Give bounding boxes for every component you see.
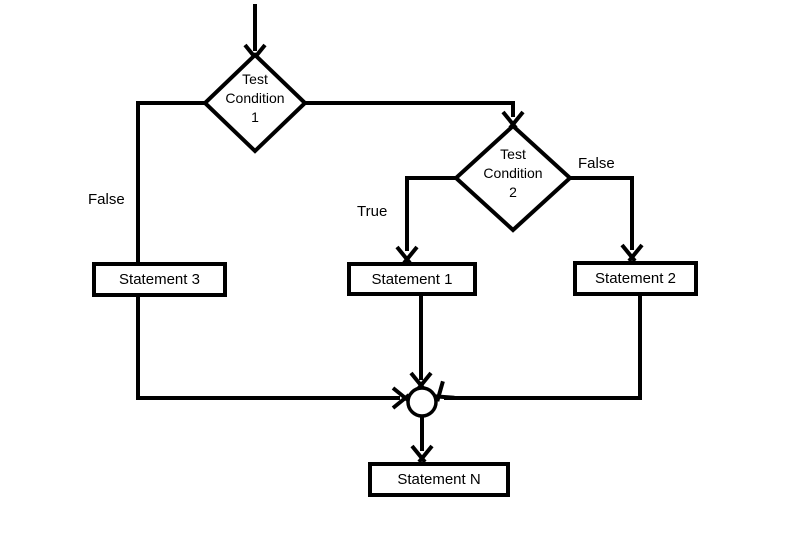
edge-condition1-to-condition2: [304, 101, 515, 117]
statement1-label: Statement 1: [371, 270, 453, 288]
edge-condition2-false: [569, 176, 634, 250]
edge-condition2-true: [405, 176, 457, 251]
condition2-true-label: True: [357, 203, 388, 220]
junction-circle-shape: [406, 386, 438, 418]
arrowhead-into-statement1: [395, 245, 419, 265]
condition1-label-line3: 1: [251, 109, 259, 125]
edge-condition1-false: [136, 101, 206, 263]
condition2-diamond-shape: [453, 123, 573, 233]
condition1-false-label: False: [88, 191, 125, 208]
condition1-label-line1: Test: [242, 71, 268, 87]
condition1-label: Test Condition 1: [185, 70, 325, 127]
condition2-label-line1: Test: [500, 146, 526, 162]
arrowhead-junction-left: [391, 386, 411, 410]
condition2-label-line3: 2: [509, 184, 517, 200]
edge-statement2-to-junction: [444, 296, 642, 400]
statement1-box: Statement 1: [347, 262, 477, 296]
statement3-box: Statement 3: [92, 262, 227, 297]
condition1-diamond-shape: [202, 52, 308, 154]
condition2-label-line2: Condition: [483, 165, 543, 181]
arrowhead-into-statementN: [410, 444, 434, 464]
arrowhead-into-statement2: [620, 243, 644, 263]
edge-statement3-to-junction: [136, 296, 400, 400]
statement2-box: Statement 2: [573, 261, 698, 296]
statement2-label: Statement 2: [595, 270, 676, 287]
arrowhead-junction-right: [433, 380, 455, 402]
condition2-false-label: False: [578, 155, 615, 172]
condition1-label-line2: Condition: [225, 90, 285, 106]
statementN-label: Statement N: [397, 471, 481, 488]
condition2-label: Test Condition 2: [443, 145, 583, 202]
statement3-label: Statement 3: [119, 271, 200, 288]
statementN-box: Statement N: [368, 462, 510, 497]
